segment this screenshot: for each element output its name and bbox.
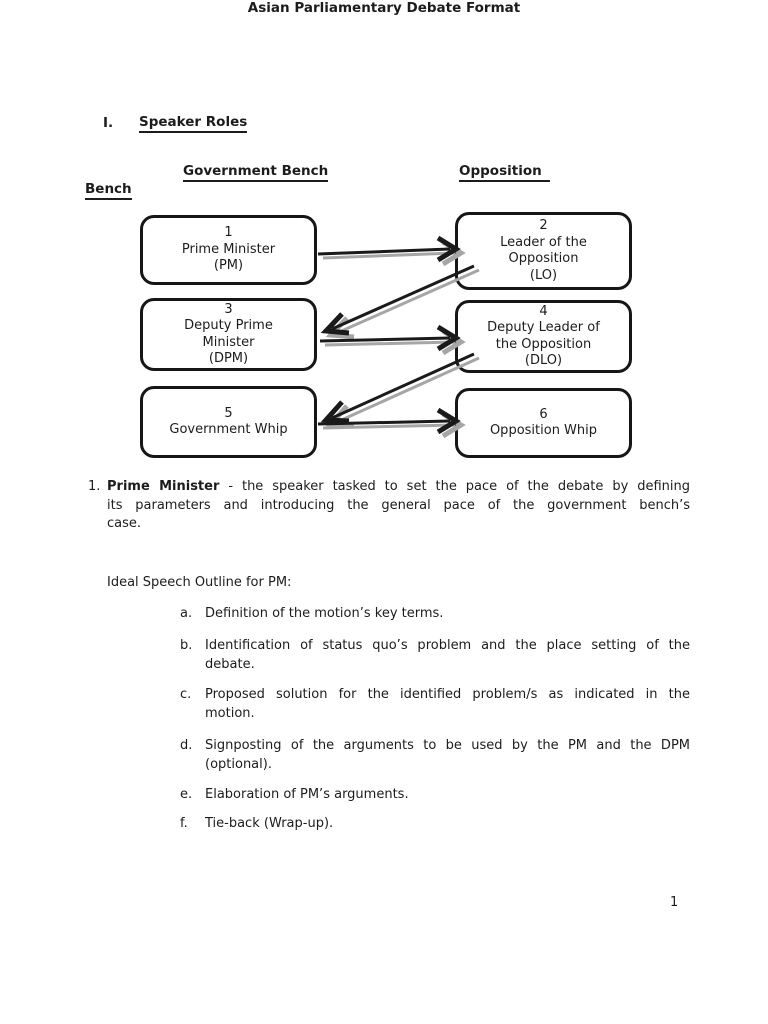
outline-marker-f: f. [180,816,188,831]
outline-item-line: Proposed solution for the identified pro… [205,687,690,702]
outline-item-b: Identification of status quo’s problem a… [205,637,690,674]
prime-minister-paragraph: Prime Minister - the speaker tasked to s… [107,478,690,534]
arrow-dlo-to-gw [320,352,475,424]
outline-marker-b: b. [180,638,193,653]
outline-item-e: Elaboration of PM’s arguments. [205,787,409,802]
outline-item-line: motion. [205,705,255,721]
section-numeral: I. [103,115,114,131]
paragraph-line: case. [107,516,142,531]
outline-item-line: (optional). [205,756,272,772]
document-title: Asian Parliamentary Debate Format [247,0,521,16]
arrow-pm-to-lo [317,235,461,263]
outline-marker-a: a. [180,606,193,621]
outline-item-f: Tie-back (Wrap-up). [205,816,334,831]
paragraph-line: Prime Minister - the speaker tasked to s… [107,479,690,494]
opposition-bench-header: Opposition [459,163,550,182]
list-number: 1. [88,479,101,494]
outline-item-a: Definition of the motion’s key terms. [205,606,444,621]
outline-item-line: Identification of status quo’s problem a… [205,638,690,653]
section-heading-text: Speaker Roles [139,115,248,133]
diagram-box-prime-minister: 1 Prime Minister (PM) [140,215,317,285]
term-prime-minister: Prime Minister [107,479,220,494]
outline-marker-e: e. [180,787,193,802]
outline-marker-d: d. [180,738,193,753]
diagram-box-leader-of-opposition: 2 Leader of the Opposition (LO) [455,212,632,290]
outline-item-c: Proposed solution for the identified pro… [205,686,690,723]
diagram-box-opposition-whip: 6 Opposition Whip [455,388,632,458]
arrow-gw-to-ow [317,407,461,435]
diagram-box-government-whip: 5 Government Whip [140,386,317,458]
outline-item-line: debate. [205,656,255,672]
outline-item-d: Signposting of the arguments to be used … [205,737,690,774]
diagram-box-deputy-leader-of-opposition: 4 Deputy Leader of the Opposition (DLO) [455,300,632,373]
outline-marker-c: c. [180,687,192,702]
arrow-lo-to-dpm [320,264,475,336]
arrow-dpm-to-dlo [319,324,461,352]
page-number: 1 [670,895,679,910]
outline-heading: Ideal Speech Outline for PM: [107,575,292,590]
government-bench-header: Government Bench [183,163,329,182]
paragraph-line: its parameters and introducing the gener… [107,497,690,513]
outline-item-line: Signposting of the arguments to be used … [205,738,690,753]
diagram-box-deputy-prime-minister: 3 Deputy Prime Minister (DPM) [140,298,317,371]
section-heading: Speaker Roles [139,114,248,133]
opposition-bench-header-wrap: Bench [85,181,132,200]
